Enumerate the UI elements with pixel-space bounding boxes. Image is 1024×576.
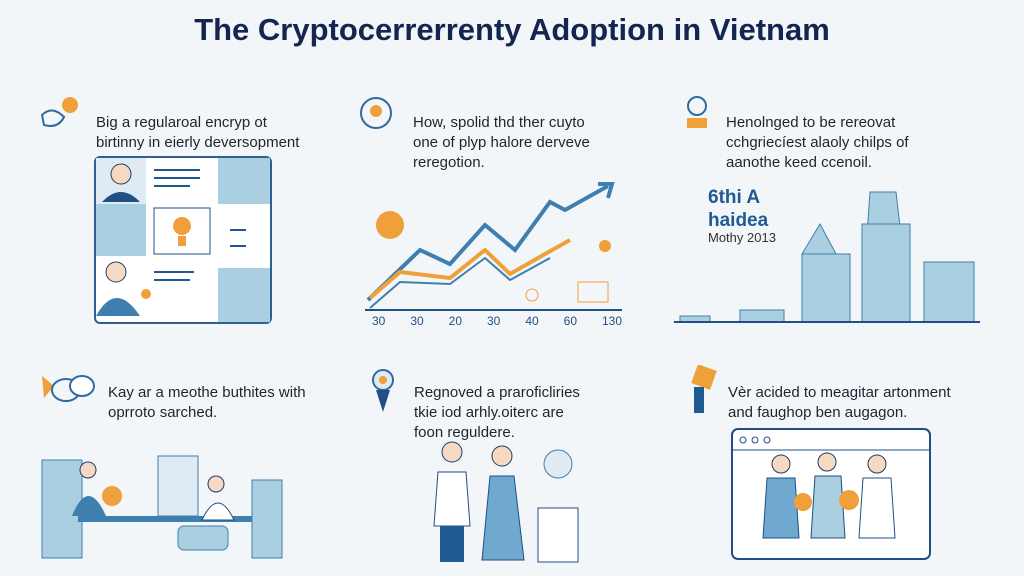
axis-tick: 40 [525, 314, 539, 328]
office-workers-illustration [41, 455, 283, 559]
axis-tick: 130 [601, 314, 622, 328]
axis-tick: 30 [410, 314, 424, 328]
chat-bubbles-icon [42, 375, 95, 402]
profile-cards-illustration [94, 156, 272, 324]
page-title: The Cryptocerrerrenty Adoption in Vietna… [194, 12, 830, 47]
axis-tick: 30 [486, 314, 501, 328]
person-sign-icon [691, 365, 717, 413]
growth-line-chart-illustration [365, 182, 622, 311]
axis-tick: 20 [448, 314, 463, 328]
lightbulb-icon [687, 96, 707, 128]
chart-axis-ticks: 30 30 20 30 40 60 130 [372, 314, 622, 328]
axis-tick: 30 [372, 314, 386, 328]
award-medal-icon [372, 369, 394, 412]
towers-bar-illustration [674, 191, 980, 323]
axis-tick: 60 [563, 314, 577, 328]
two-people-illustration [433, 441, 579, 563]
person-coin-icon [40, 97, 78, 127]
browser-window-handshake-illustration [731, 428, 931, 560]
coin-badge-icon [360, 97, 392, 129]
stat-subtitle: Mothy 2013 [708, 230, 776, 245]
